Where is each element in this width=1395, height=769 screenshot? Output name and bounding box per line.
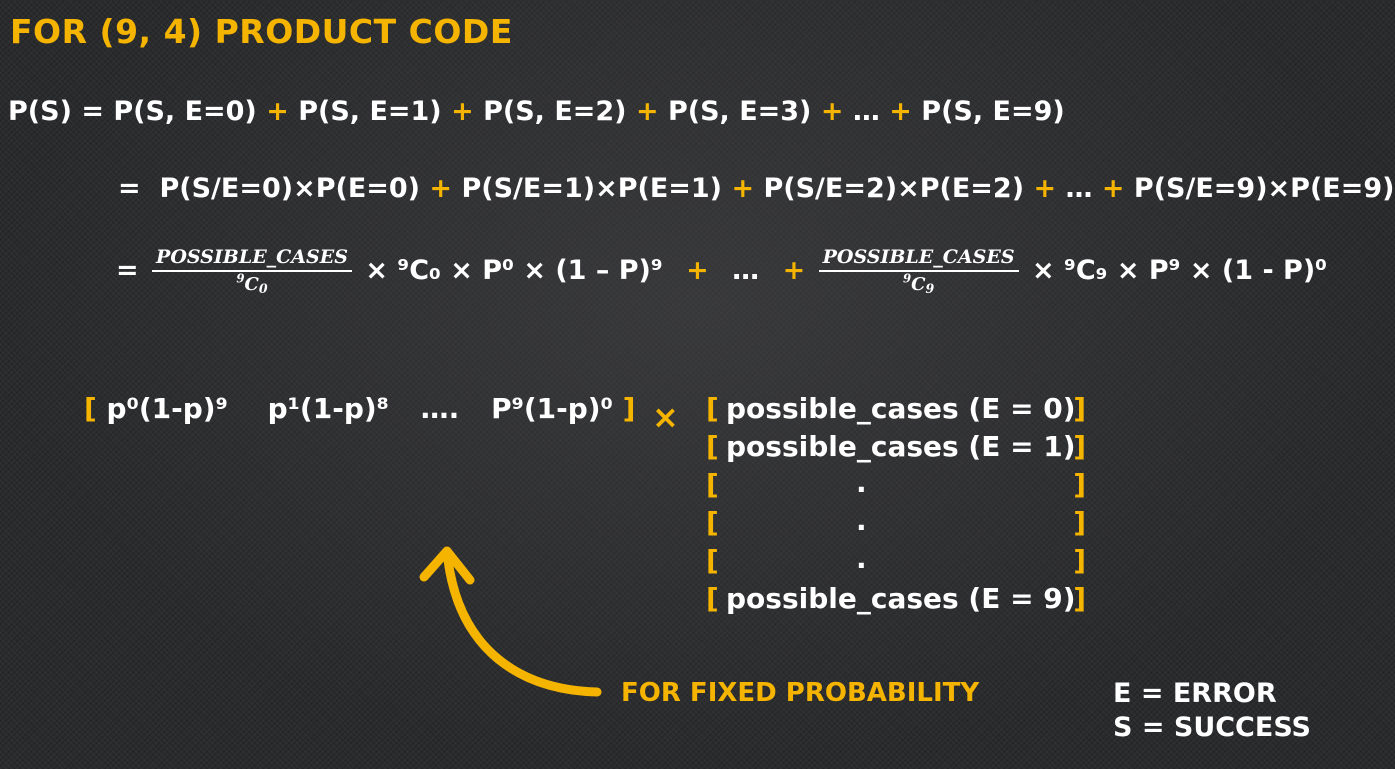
probability-row-vector: [ p⁰(1-p)⁹ p¹(1-p)⁸ …. P⁹(1-p)⁰ ]	[84, 392, 635, 425]
matrix-row: [ . ]	[706, 504, 1086, 544]
fraction-numerator: POSSIBLE_CASES	[818, 246, 1019, 272]
fixed-probability-note: FOR FIXED PROBABILITY	[621, 678, 980, 708]
plus-operator: +	[1101, 173, 1125, 204]
matrix-row-text: possible_cases (E = 0)	[726, 392, 1076, 425]
matrix-row: [ possible_cases (E = 0) ]	[706, 392, 1086, 430]
bracket-close: ]	[1073, 582, 1086, 615]
eq2-term: P(S/E=0)×P(E=0)	[159, 173, 421, 204]
eq2-term: P(S/E=2)×P(E=2)	[763, 173, 1025, 204]
matrix-row: [ possible_cases (E = 1) ]	[706, 430, 1086, 468]
bracket-close: ]	[1073, 430, 1086, 463]
legend-success: S = SUCCESS	[1113, 712, 1311, 743]
eq3-term-1: × ⁹C₀ × P⁰ × (1 – P)⁹	[365, 255, 663, 286]
matrix-row-dot: .	[856, 466, 867, 499]
eq1-term: P(S, E=9)	[921, 96, 1065, 127]
eq1-ellipsis: …	[852, 96, 880, 127]
plus-operator: +	[731, 173, 755, 204]
bracket-open: [	[84, 392, 97, 425]
plus-operator: +	[820, 96, 844, 127]
matrix-row-text: possible_cases (E = 9)	[726, 582, 1076, 615]
plus-operator: +	[266, 96, 289, 127]
matrix-row-text: possible_cases (E = 1)	[726, 430, 1076, 463]
multiply-sign: ×	[652, 398, 679, 436]
plus-operator: +	[429, 173, 453, 204]
vector-item: p¹(1-p)⁸	[267, 392, 389, 425]
eq1-term: P(S, E=2)	[483, 96, 627, 127]
plus-operator: +	[889, 96, 912, 127]
vector-item: ….	[420, 392, 460, 425]
fraction-numerator: POSSIBLE_CASES	[152, 246, 352, 272]
slide-title: FOR (9, 4) PRODUCT CODE	[10, 12, 513, 51]
eq2-equals: =	[118, 173, 141, 204]
fraction-2: POSSIBLE_CASES 9C9	[818, 246, 1019, 297]
bracket-open: [	[706, 544, 719, 577]
vector-item: p⁰(1-p)⁹	[106, 392, 228, 425]
bracket-open: [	[706, 430, 719, 463]
fraction-1: POSSIBLE_CASES 9C0	[152, 246, 352, 295]
matrix-row-dot: .	[856, 542, 867, 575]
plus-operator: +	[451, 96, 474, 127]
vector-item: P⁹(1-p)⁰	[491, 392, 613, 425]
matrix-row: [ possible_cases (E = 9) ]	[706, 582, 1086, 620]
eq2-term: P(S/E=9)×P(E=9)	[1133, 173, 1395, 204]
fraction-denominator: 9C0	[236, 271, 268, 297]
matrix-row-dot: .	[856, 504, 867, 537]
bracket-close: ]	[622, 392, 636, 425]
plus-operator: +	[635, 96, 659, 127]
bracket-open: [	[706, 468, 719, 501]
eq3-term-2: × ⁹C₉ × P⁹ × (1 - P)⁰	[1031, 255, 1328, 286]
plus-operator: +	[1033, 173, 1057, 204]
possible-cases-column-vector: [ possible_cases (E = 0) ] [ possible_ca…	[706, 392, 1086, 620]
equation-line-1: P(S) = P(S, E=0) + P(S, E=1) + P(S, E=2)…	[8, 96, 1065, 127]
bracket-close: ]	[1073, 468, 1086, 501]
eq2-ellipsis: …	[1065, 173, 1093, 204]
matrix-row: [ . ]	[706, 542, 1086, 582]
eq1-term: P(S, E=0)	[113, 96, 257, 127]
bracket-close: ]	[1073, 392, 1086, 425]
equation-line-2: = P(S/E=0)×P(E=0) + P(S/E=1)×P(E=1) + P(…	[118, 173, 1395, 204]
bracket-close: ]	[1073, 506, 1086, 539]
eq1-lhs: P(S) =	[8, 96, 104, 127]
equation-line-3: = POSSIBLE_CASES 9C0 × ⁹C₀ × P⁰ × (1 – P…	[116, 246, 1327, 310]
eq3-ellipsis: …	[732, 255, 760, 286]
plus-operator: +	[782, 255, 806, 286]
fraction-denominator: 9C9	[902, 271, 935, 297]
bracket-open: [	[706, 392, 719, 425]
legend-error: E = ERROR	[1113, 678, 1277, 709]
eq1-term: P(S, E=3)	[667, 96, 812, 127]
bracket-close: ]	[1073, 544, 1086, 577]
eq1-term: P(S, E=1)	[298, 96, 442, 127]
bracket-open: [	[706, 582, 719, 615]
matrix-row: [ . ]	[706, 466, 1086, 506]
eq2-term: P(S/E=1)×P(E=1)	[461, 173, 723, 204]
eq3-equals: =	[116, 255, 139, 286]
bracket-open: [	[706, 506, 719, 539]
plus-operator: +	[686, 255, 709, 286]
